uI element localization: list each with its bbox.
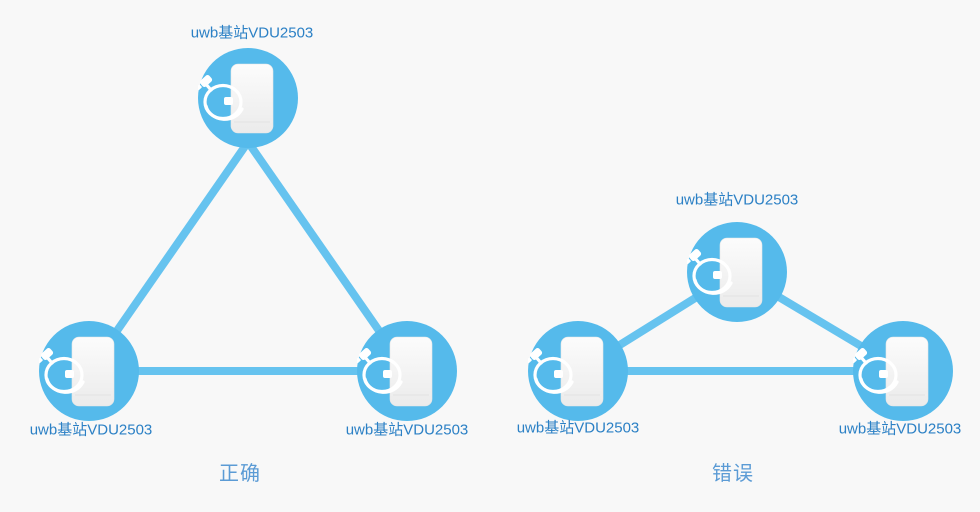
node-label-wrong-bottom-left: uwb基站VDU2503 (516, 419, 640, 437)
cable-loop-strand (363, 377, 403, 394)
device-body (719, 237, 763, 308)
cable-plug-icon (687, 249, 702, 265)
uwb-base-station-icon (853, 321, 953, 421)
cable-connector-nub (224, 97, 233, 105)
cable-loop-strand (204, 104, 244, 121)
node-label-wrong-bottom-right: uwb基站VDU2503 (838, 420, 962, 438)
node-label-wrong-top: uwb基站VDU2503 (675, 191, 799, 209)
cable-plug-icon (528, 348, 543, 364)
cable-plug-icon (198, 75, 213, 91)
node-wrong-top (687, 222, 787, 322)
cable-loop-strand (45, 377, 85, 394)
device-body (560, 336, 604, 407)
cable-connector-nub (65, 370, 74, 378)
cable-loop-strand (693, 278, 733, 295)
uwb-base-station-icon (357, 321, 457, 421)
uwb-base-station-icon (198, 48, 298, 148)
cable-connector-nub (554, 370, 563, 378)
cable-plug-icon (39, 348, 54, 364)
uwb-base-station-icon (528, 321, 628, 421)
cable-connector-nub (383, 370, 392, 378)
node-label-correct-bottom-right: uwb基站VDU2503 (345, 421, 469, 439)
device-body (71, 336, 115, 407)
device-body (885, 336, 929, 407)
node-correct-bottom-left (39, 321, 139, 421)
uwb-base-station-icon (39, 321, 139, 421)
cable-loop-strand (859, 377, 899, 394)
node-wrong-bottom-right (853, 321, 953, 421)
cable-plug-icon (357, 348, 372, 364)
cable-connector-nub (879, 370, 888, 378)
node-correct-bottom-right (357, 321, 457, 421)
uwb-base-station-icon (687, 222, 787, 322)
node-wrong-bottom-left (528, 321, 628, 421)
node-correct-top (198, 48, 298, 148)
caption-correct: 正确 (219, 463, 261, 485)
node-label-correct-top: uwb基站VDU2503 (190, 24, 314, 42)
node-label-correct-bottom-left: uwb基站VDU2503 (29, 421, 153, 439)
cable-plug-icon (853, 348, 868, 364)
cable-connector-nub (713, 271, 722, 279)
caption-wrong: 错误 (712, 463, 754, 485)
device-body (389, 336, 433, 407)
cable-loop-strand (534, 377, 574, 394)
device-body (230, 63, 274, 134)
